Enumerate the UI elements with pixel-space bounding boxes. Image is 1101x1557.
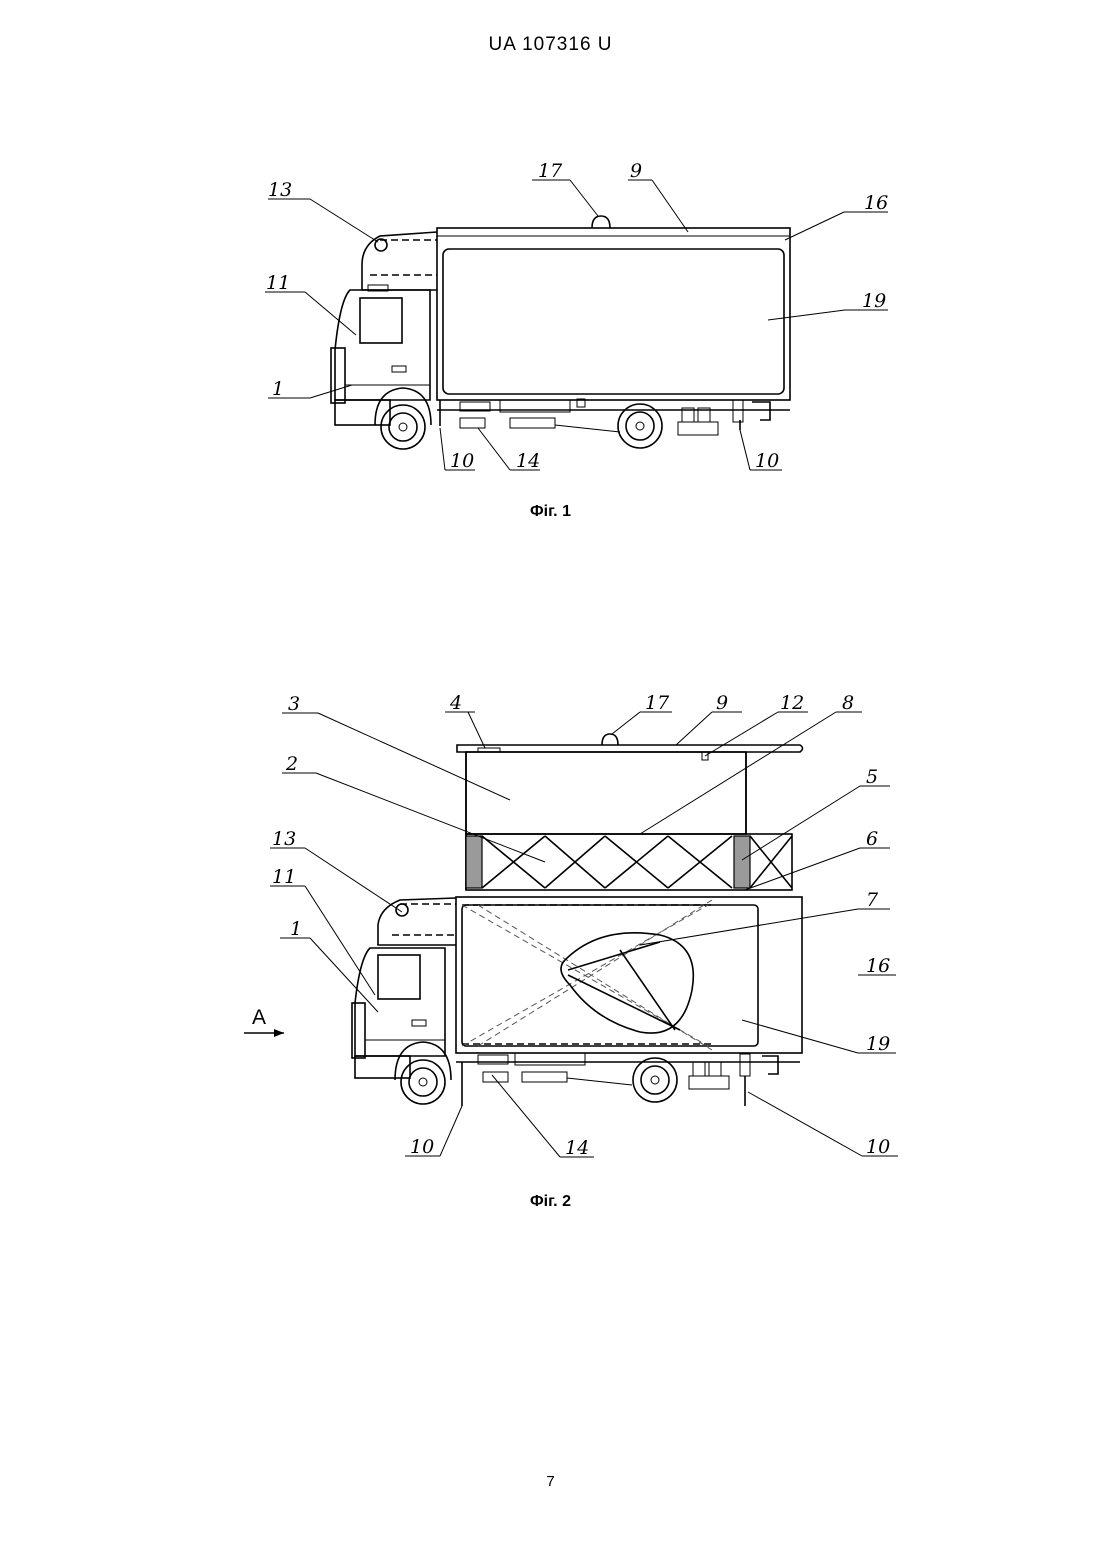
fig2-label: 6: [866, 828, 878, 850]
side-panel-2: [462, 905, 758, 1046]
cab-roof-fairing-2: [378, 898, 456, 945]
roof-panel: [457, 745, 803, 752]
oval-window: [561, 933, 693, 1033]
fig2-label: 17: [645, 692, 670, 714]
fig2-label: 2: [285, 753, 298, 775]
upper-screen: [466, 752, 746, 834]
fig2-label: 7: [866, 889, 879, 911]
fig2-label: 16: [866, 955, 890, 977]
figure-2-caption: Фіг. 2: [0, 1193, 1101, 1211]
fig2-label: 4: [449, 692, 462, 714]
fig2-label: 14: [565, 1137, 589, 1159]
figure-2-drawing: 3 2 13 11 1 4 17 9 12 8 5 6 7 16 19 10 1…: [0, 0, 1101, 1220]
fig2-label: 8: [842, 692, 854, 714]
fig2-label: 10: [410, 1136, 434, 1158]
fig2-label: 13: [272, 828, 296, 850]
fig2-label: 19: [866, 1033, 890, 1055]
fig2-label: 11: [272, 866, 296, 888]
fig2-label: 9: [716, 692, 728, 714]
beacon-2: [602, 734, 618, 745]
figure-2-labels: 3 2 13 11 1 4 17 9 12 8 5 6 7 16 19 10 1…: [252, 692, 890, 1159]
fig2-label: 10: [866, 1136, 890, 1158]
fig2-label: 5: [866, 766, 878, 788]
page-number: 7: [0, 1473, 1101, 1490]
fig2-label: 12: [780, 692, 804, 714]
fig2-label: 3: [288, 693, 300, 715]
cargo-body-2: [456, 897, 802, 1053]
view-arrow-label: A: [252, 1006, 266, 1029]
fig2-label: 1: [290, 918, 302, 940]
